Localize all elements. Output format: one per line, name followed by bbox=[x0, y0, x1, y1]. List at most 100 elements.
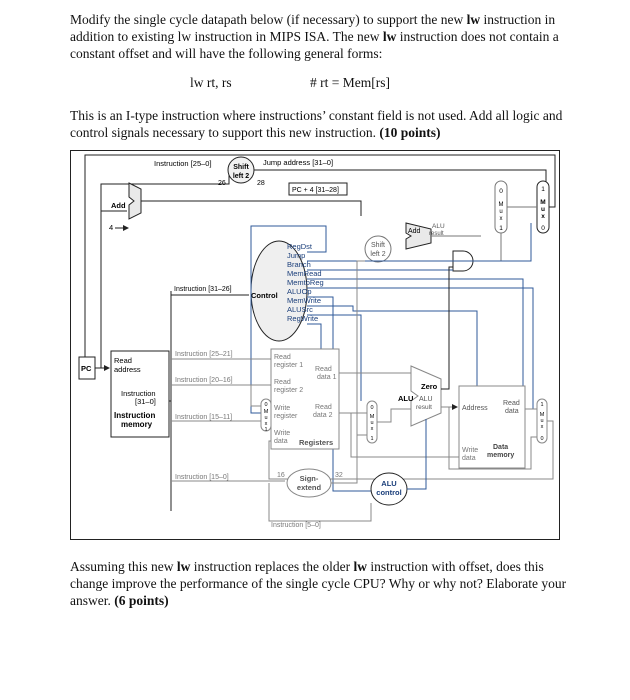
svg-text:control: control bbox=[376, 488, 401, 497]
wire-zero bbox=[441, 266, 453, 390]
svg-text:Add: Add bbox=[111, 201, 126, 210]
svg-text:u: u bbox=[541, 206, 545, 213]
label-28: 28 bbox=[257, 180, 265, 187]
svg-text:0: 0 bbox=[541, 225, 545, 232]
svg-text:0: 0 bbox=[264, 402, 267, 408]
svg-text:Registers: Registers bbox=[299, 438, 333, 447]
svg-text:Read: Read bbox=[274, 354, 291, 361]
pc-adder bbox=[128, 182, 142, 220]
svg-text:Read: Read bbox=[274, 379, 291, 386]
svg-text:1: 1 bbox=[499, 225, 503, 232]
svg-text:left 2: left 2 bbox=[233, 173, 249, 180]
wire-writeback bbox=[268, 420, 554, 480]
wire-memtoreg bbox=[307, 287, 534, 409]
svg-text:data: data bbox=[462, 455, 476, 462]
datapath-diagram: Instruction [25–0] Shift left 2 Jump add… bbox=[70, 150, 560, 540]
svg-text:ALU: ALU bbox=[432, 223, 445, 230]
svg-text:Read: Read bbox=[114, 356, 132, 365]
svg-text:Control: Control bbox=[251, 291, 278, 300]
svg-text:Instruction: Instruction bbox=[114, 411, 155, 420]
instruction-form-syntax: lw rt, rs bbox=[190, 75, 232, 90]
svg-text:M: M bbox=[370, 414, 375, 420]
svg-text:result: result bbox=[429, 231, 444, 237]
main-alu bbox=[410, 365, 442, 427]
svg-text:1: 1 bbox=[541, 186, 545, 193]
data-memory bbox=[458, 385, 526, 469]
wire-jump bbox=[307, 223, 532, 262]
shift-left-2-branch bbox=[364, 235, 392, 263]
svg-text:address: address bbox=[114, 365, 141, 374]
svg-text:Write: Write bbox=[274, 405, 290, 412]
instruction-memory bbox=[110, 350, 170, 438]
label-instr-15-0: Instruction [15–0] bbox=[175, 474, 229, 481]
label-zero: Zero bbox=[421, 382, 438, 391]
svg-text:memory: memory bbox=[487, 452, 514, 459]
label-instr-31-26: Instruction [31–26] bbox=[174, 286, 232, 293]
wire-memwrite bbox=[307, 305, 478, 451]
signal-regwrite: RegWrite bbox=[287, 314, 318, 323]
svg-text:memory: memory bbox=[121, 420, 153, 429]
svg-text:x: x bbox=[541, 213, 545, 220]
svg-text:1: 1 bbox=[370, 436, 373, 442]
wire-pc4 bbox=[141, 200, 362, 216]
label-instr-25-21: Instruction [25–21] bbox=[175, 351, 233, 358]
wire-to-shift-branch bbox=[356, 260, 365, 435]
svg-text:result: result bbox=[416, 404, 432, 411]
svg-text:Add: Add bbox=[408, 228, 421, 235]
wire-write-data bbox=[350, 413, 459, 458]
svg-text:PC + 4 [31–28]: PC + 4 [31–28] bbox=[292, 187, 339, 194]
svg-text:1: 1 bbox=[264, 427, 267, 433]
svg-text:register: register bbox=[274, 413, 298, 420]
label-16: 16 bbox=[277, 472, 285, 479]
register-file bbox=[270, 348, 340, 450]
signal-jump: Jump bbox=[287, 251, 305, 260]
svg-text:left 2: left 2 bbox=[370, 251, 385, 258]
svg-text:Shift: Shift bbox=[371, 242, 385, 249]
svg-text:Instruction: Instruction bbox=[121, 389, 156, 398]
signal-branch: Branch bbox=[287, 260, 311, 269]
question-2-text: This is an I-type instruction where inst… bbox=[70, 108, 563, 140]
svg-text:data: data bbox=[274, 438, 288, 445]
svg-text:ALU: ALU bbox=[381, 479, 396, 488]
wire-regdst bbox=[250, 225, 327, 414]
svg-text:u: u bbox=[264, 415, 267, 421]
svg-text:u: u bbox=[540, 418, 543, 424]
signal-memread: MemRead bbox=[287, 269, 322, 278]
wire-regwrite bbox=[307, 323, 322, 351]
svg-text:x: x bbox=[541, 424, 544, 430]
svg-text:M: M bbox=[499, 202, 504, 208]
svg-text:Shift: Shift bbox=[233, 164, 249, 171]
label-instr-15-11: Instruction [15–11] bbox=[175, 414, 232, 421]
svg-text:u: u bbox=[370, 420, 373, 426]
svg-text:ALU: ALU bbox=[419, 396, 433, 403]
instruction-form: lw rt, rs # rt = Mem[rs] bbox=[0, 75, 630, 92]
label-instr-20-16: Instruction [20–16] bbox=[175, 377, 233, 384]
label-four: 4 bbox=[109, 223, 113, 232]
svg-text:register 1: register 1 bbox=[274, 362, 303, 369]
wire-memread bbox=[307, 278, 524, 406]
svg-text:1: 1 bbox=[540, 402, 543, 408]
svg-text:Sign-: Sign- bbox=[300, 474, 319, 483]
wire-instr-to-shift bbox=[100, 173, 230, 351]
svg-text:data 2: data 2 bbox=[313, 412, 333, 419]
wire-alu-bypass bbox=[448, 407, 537, 470]
svg-text:0: 0 bbox=[499, 188, 503, 195]
signal-memtoreg: MemtoReg bbox=[287, 278, 324, 287]
wire-alusrc bbox=[307, 314, 362, 401]
label-jump-address: Jump address [31–0] bbox=[263, 158, 333, 167]
svg-text:data: data bbox=[505, 408, 519, 415]
svg-text:[31–0]: [31–0] bbox=[135, 397, 156, 406]
svg-text:Write: Write bbox=[274, 430, 290, 437]
svg-text:Data: Data bbox=[493, 444, 508, 451]
signal-memwrite: MemWrite bbox=[287, 296, 321, 305]
pc4-box bbox=[288, 182, 348, 196]
svg-text:M: M bbox=[264, 409, 269, 415]
svg-text:Address: Address bbox=[462, 405, 488, 412]
question-1-text: Modify the single cycle datapath below (… bbox=[70, 12, 559, 61]
svg-text:Read: Read bbox=[315, 366, 332, 373]
svg-text:Read: Read bbox=[503, 400, 520, 407]
branch-adder bbox=[405, 222, 432, 250]
wire-rt-to-mux bbox=[250, 385, 261, 407]
svg-text:M: M bbox=[540, 199, 545, 206]
svg-text:x: x bbox=[371, 426, 374, 432]
